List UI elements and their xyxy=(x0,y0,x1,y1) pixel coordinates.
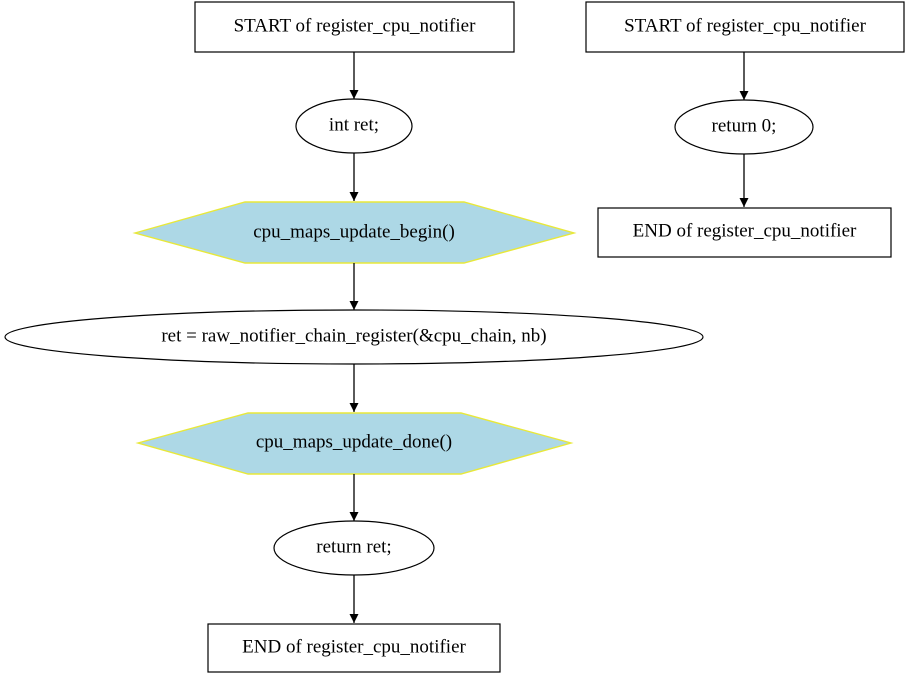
left-return-label: return ret; xyxy=(316,536,391,557)
right-flowchart: START of register_cpu_notifier return 0;… xyxy=(585,1,905,258)
begin-call-node: cpu_maps_update_begin() xyxy=(132,201,577,264)
left-start-node: START of register_cpu_notifier xyxy=(194,1,515,53)
left-start-label: START of register_cpu_notifier xyxy=(234,15,476,36)
done-call-label: cpu_maps_update_done() xyxy=(256,431,452,452)
decl-label: int ret; xyxy=(329,114,379,135)
right-end-label: END of register_cpu_notifier xyxy=(633,220,857,241)
left-flowchart: START of register_cpu_notifier int ret; … xyxy=(4,1,704,673)
right-start-label: START of register_cpu_notifier xyxy=(624,15,866,36)
right-start-node: START of register_cpu_notifier xyxy=(585,1,905,53)
right-end-node: END of register_cpu_notifier xyxy=(597,207,892,258)
left-end-node: END of register_cpu_notifier xyxy=(207,623,501,673)
right-return-node: return 0; xyxy=(674,99,814,155)
left-end-label: END of register_cpu_notifier xyxy=(242,636,466,657)
left-return-node: return ret; xyxy=(273,520,435,576)
begin-call-label: cpu_maps_update_begin() xyxy=(253,221,455,242)
register-label: ret = raw_notifier_chain_register(&cpu_c… xyxy=(161,325,546,346)
right-return-label: return 0; xyxy=(712,115,777,136)
done-call-node: cpu_maps_update_done() xyxy=(135,412,574,475)
decl-node: int ret; xyxy=(295,98,413,154)
register-node: ret = raw_notifier_chain_register(&cpu_c… xyxy=(4,309,704,365)
